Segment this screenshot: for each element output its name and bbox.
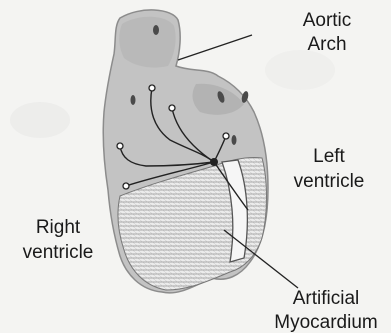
label-left-ventricle-line1: Left <box>313 146 345 167</box>
label-aortic-arch-line2: Arch <box>307 34 346 55</box>
label-aortic-arch-line1: Aortic <box>303 10 352 31</box>
lead-junction <box>210 158 218 166</box>
label-right-ventricle-line2: ventricle <box>23 242 94 263</box>
aortic-arch-leader <box>178 35 252 60</box>
label-left-ventricle-line2: ventricle <box>294 171 365 192</box>
label-artificial-myocardium-line1: Artificial <box>293 288 360 309</box>
aorta-shading <box>119 17 175 68</box>
label-artificial-myocardium-line2: Myocardium <box>274 312 377 333</box>
label-right-ventricle-line1: Right <box>36 217 81 238</box>
